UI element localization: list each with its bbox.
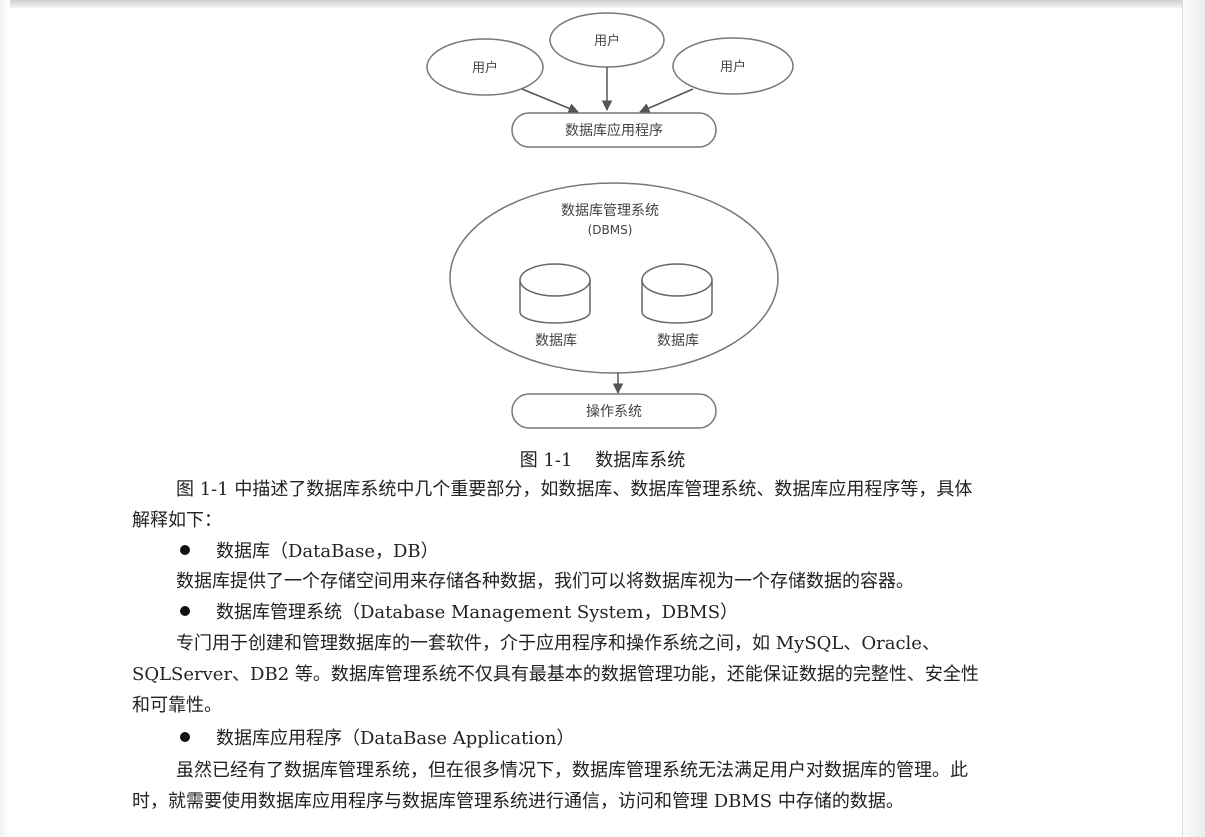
arrow-user-left-to-app <box>521 88 579 114</box>
bullet-dot-icon <box>180 732 190 742</box>
database-cylinder-left <box>519 263 591 324</box>
db-application-description-line-2: 时，就需要使用数据库应用程序与数据库管理系统进行通信，访问和管理 DBMS 中存… <box>132 791 904 812</box>
os-node <box>511 393 717 429</box>
dbms-label: 数据库管理系统 <box>561 203 659 219</box>
user-center-label: 用户 <box>594 33 620 49</box>
db-app-label: 数据库应用程序 <box>565 122 663 139</box>
window-top-edge <box>0 0 1205 8</box>
dbms-node <box>449 182 779 374</box>
bullet-dot-icon <box>180 545 190 555</box>
bullet-dbms: 数据库管理系统（Database Management System，DBMS） <box>180 601 738 625</box>
user-right-node <box>672 37 794 95</box>
dbms-description-line-2: SQLServer、DB2 等。数据库管理系统不仅具有最基本的数据管理功能，还能… <box>132 664 979 685</box>
bullet-db-application-title: 数据库应用程序（DataBase Application） <box>216 728 575 749</box>
bullet-database: 数据库（DataBase，DB） <box>180 540 439 564</box>
intro-paragraph-line-2: 解释如下： <box>132 510 222 531</box>
database-right-label: 数据库 <box>657 333 699 349</box>
bullet-dot-icon <box>180 606 190 616</box>
page-left-edge <box>0 0 10 837</box>
dbms-description-line-3: 和可靠性。 <box>132 695 222 716</box>
user-left-node <box>426 38 544 96</box>
arrow-user-right-to-app <box>639 88 694 114</box>
os-label: 操作系统 <box>586 404 642 420</box>
dbms-description-line-1: 专门用于创建和管理数据库的一套软件，介于应用程序和操作系统之间，如 MySQL、… <box>176 633 940 654</box>
user-right-label: 用户 <box>720 59 746 75</box>
bullet-db-application: 数据库应用程序（DataBase Application） <box>180 727 575 751</box>
user-left-label: 用户 <box>472 60 498 76</box>
scrollbar[interactable] <box>1182 0 1205 837</box>
database-cylinder-right <box>641 263 713 324</box>
figure-caption: 图 1-1 数据库系统 <box>519 450 686 471</box>
db-application-description-line-1: 虽然已经有了数据库管理系统，但在很多情况下，数据库管理系统无法满足用户对数据库的… <box>176 760 968 781</box>
db-app-node <box>511 112 717 148</box>
database-description: 数据库提供了一个存储空间用来存储各种数据，我们可以将数据库视为一个存储数据的容器… <box>176 571 914 592</box>
bullet-database-title: 数据库（DataBase，DB） <box>216 541 439 562</box>
dbms-abbrev-label: (DBMS) <box>588 223 633 237</box>
database-system-diagram: 用户 用户 用户 数据库应用程序 数据库管理系统 (DBMS) 数据库 数据库 … <box>426 12 794 429</box>
intro-paragraph-line-1: 图 1-1 中描述了数据库系统中几个重要部分，如数据库、数据库管理系统、数据库应… <box>176 479 973 500</box>
database-left-label: 数据库 <box>535 333 577 349</box>
bullet-dbms-title: 数据库管理系统（Database Management System，DBMS） <box>216 602 739 623</box>
